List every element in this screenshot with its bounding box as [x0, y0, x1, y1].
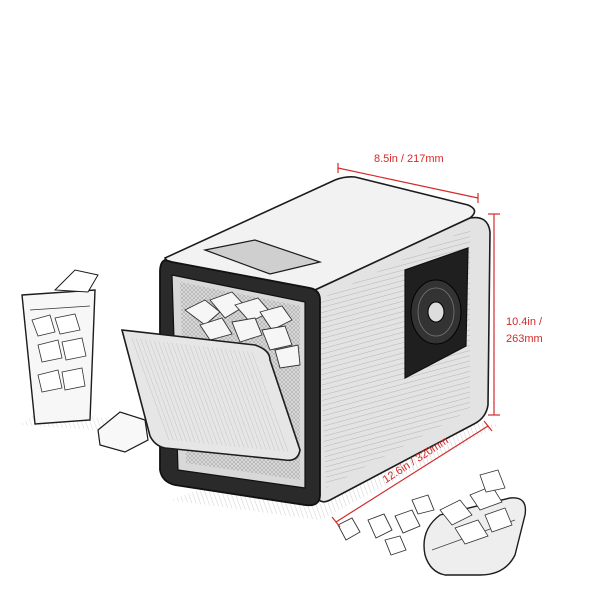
scattered-ice-cubes [337, 494, 435, 556]
ice-cube-loose [97, 411, 149, 453]
ice-scoop [423, 469, 527, 576]
ice-in-bin [184, 291, 301, 369]
height-label-line2: 263mm [506, 333, 543, 345]
width-label: 8.5in / 217mm [374, 153, 444, 165]
dimension-lines [331, 163, 500, 528]
width-dimension-line [337, 167, 479, 199]
open-door [120, 329, 301, 462]
depth-dimension-line [335, 425, 489, 523]
ice-glass [21, 269, 99, 425]
control-panel [202, 239, 323, 275]
height-label-line1: 10.4in / [506, 316, 543, 328]
side-vent [404, 247, 469, 379]
